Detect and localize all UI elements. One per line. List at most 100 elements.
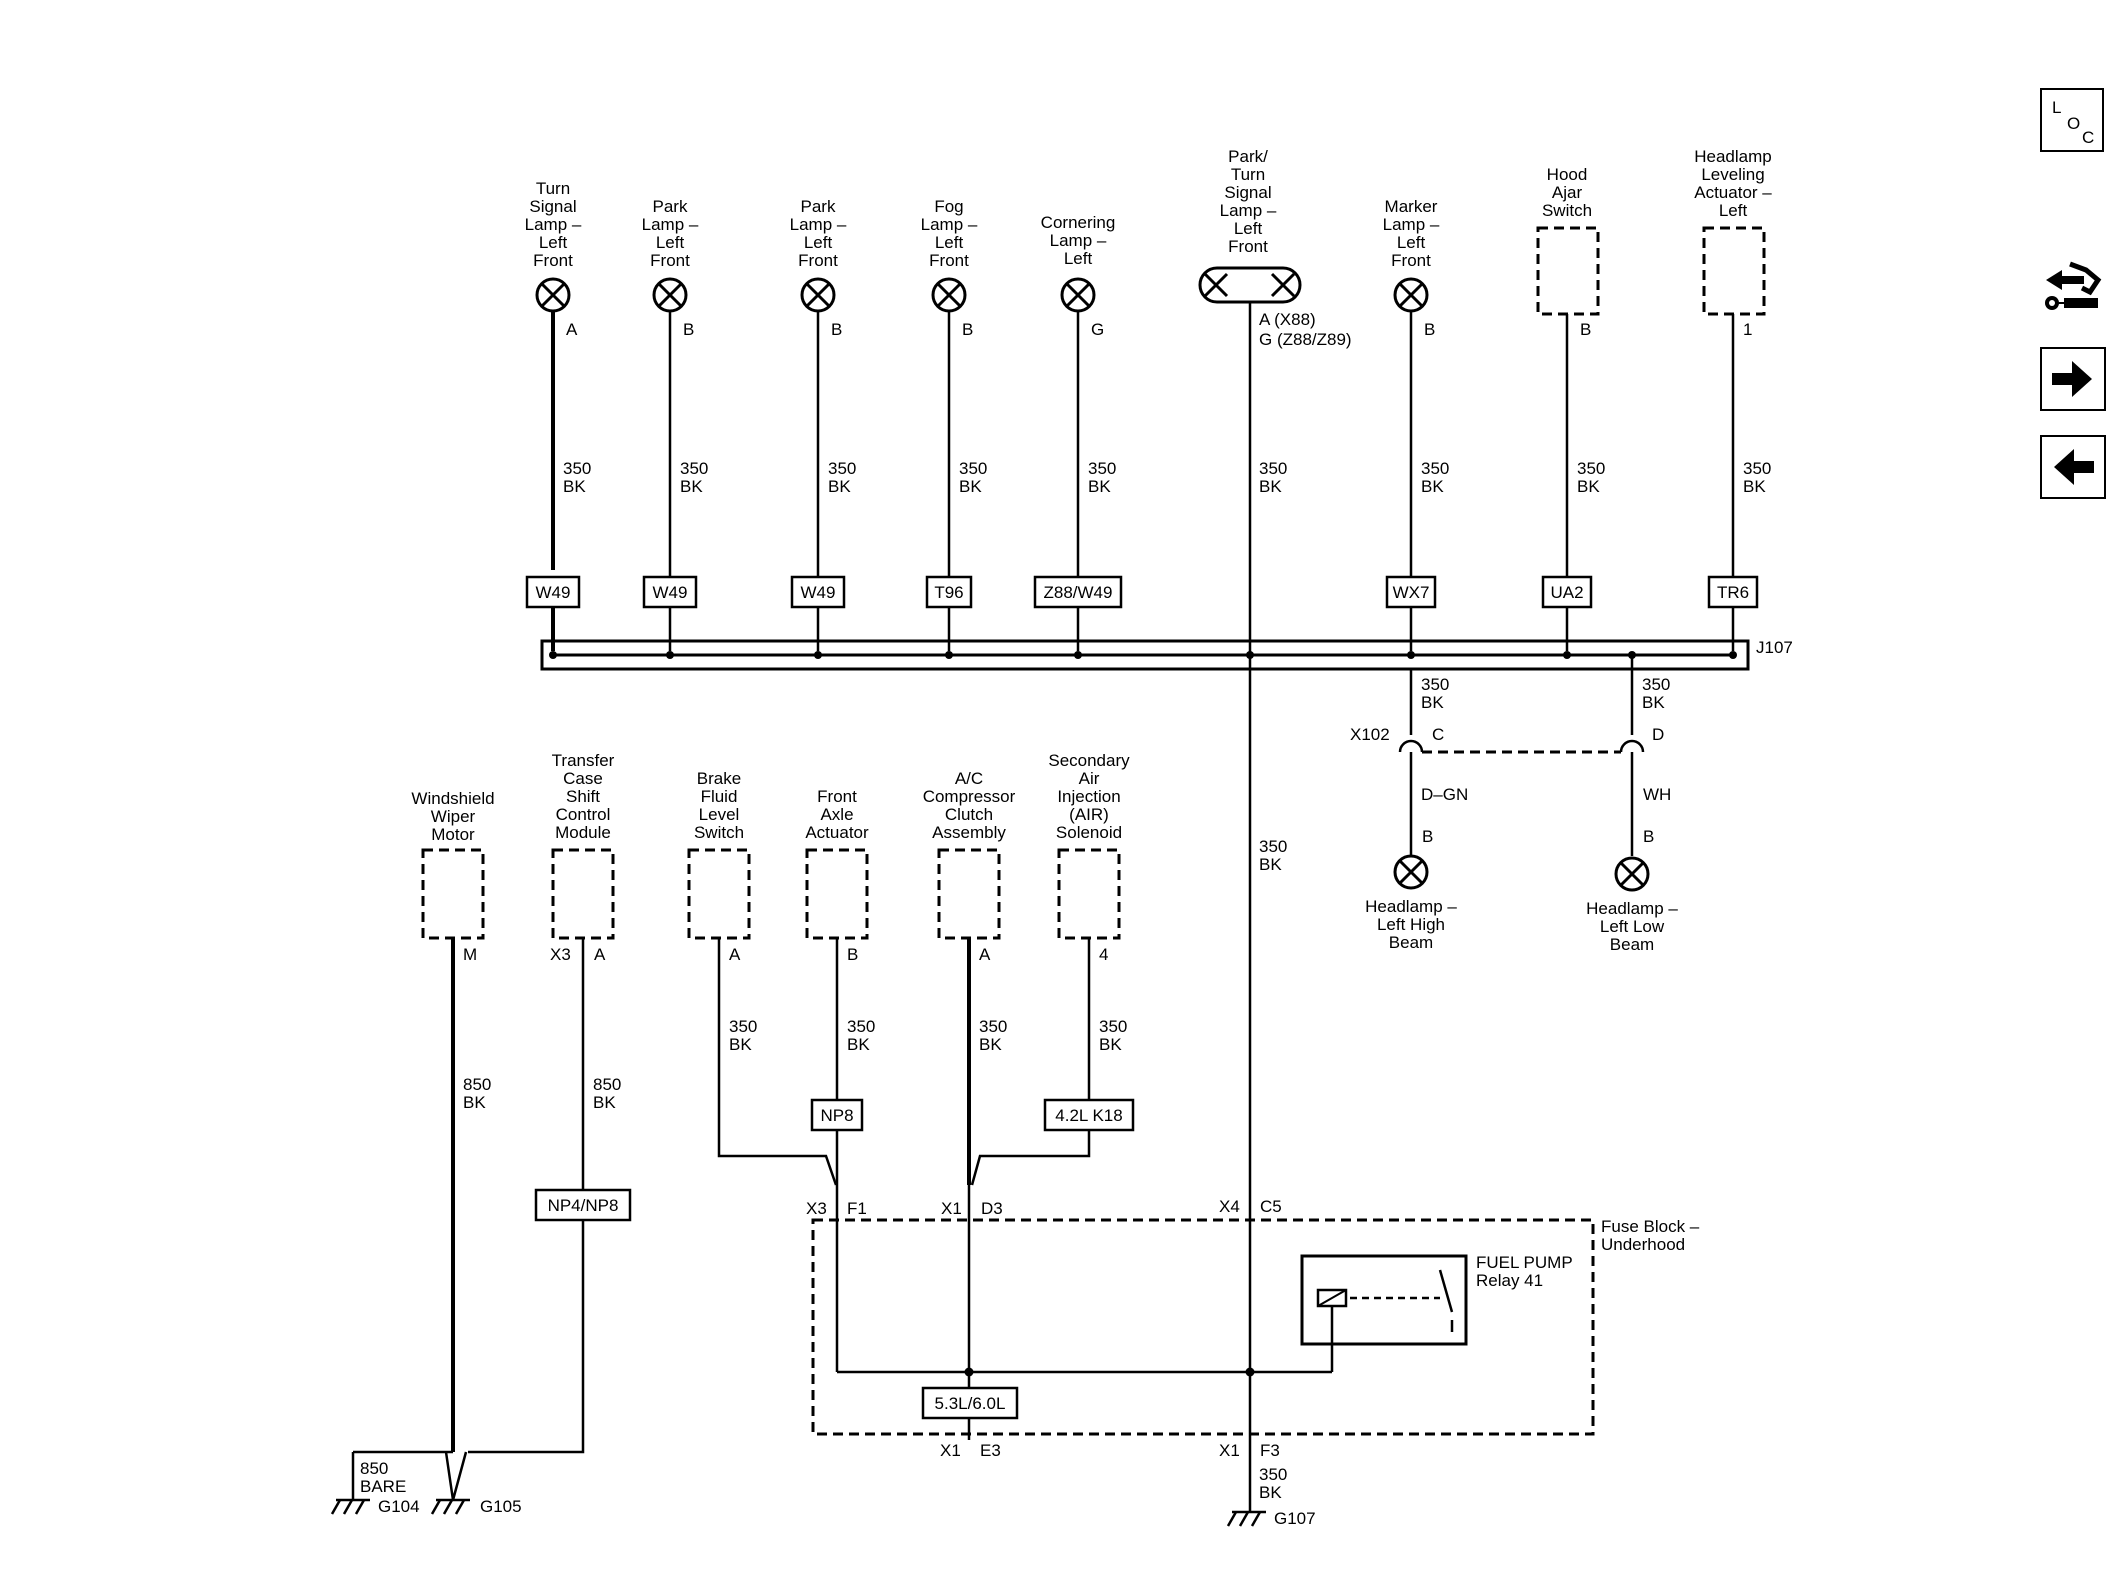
svg-text:NP4/NP8: NP4/NP8	[548, 1196, 619, 1215]
component-ac-compressor-clutch: A/C Compressor Clutch Assembly A 350 BK	[923, 769, 1016, 1185]
component-park-lamp-2: Park Lamp – Left Front B 350 BK W49	[790, 197, 856, 651]
svg-text:350: 350	[828, 459, 856, 478]
svg-text:350: 350	[729, 1017, 757, 1036]
lamp-symbol-icon	[931, 277, 967, 313]
svg-text:Hood: Hood	[1547, 165, 1588, 184]
svg-text:Lamp –: Lamp –	[921, 215, 978, 234]
svg-text:E3: E3	[980, 1441, 1001, 1460]
svg-text:BK: BK	[729, 1035, 752, 1054]
svg-text:Beam: Beam	[1389, 933, 1433, 952]
svg-text:X3: X3	[806, 1199, 827, 1218]
previous-page-icon	[2054, 449, 2094, 485]
svg-text:Signal: Signal	[529, 197, 576, 216]
svg-text:Underhood: Underhood	[1601, 1235, 1685, 1254]
svg-text:X1: X1	[940, 1441, 961, 1460]
svg-text:Lamp –: Lamp –	[1220, 201, 1277, 220]
svg-text:B: B	[847, 945, 858, 964]
svg-text:Turn: Turn	[1231, 165, 1265, 184]
svg-text:BK: BK	[1421, 693, 1444, 712]
dual-lamp-symbol-icon	[1198, 266, 1302, 304]
svg-text:UA2: UA2	[1550, 583, 1583, 602]
svg-text:X3: X3	[550, 945, 571, 964]
svg-text:G105: G105	[480, 1497, 522, 1516]
svg-text:Cornering: Cornering	[1041, 213, 1116, 232]
svg-text:Lamp –: Lamp –	[642, 215, 699, 234]
lamp-symbol-icon	[1060, 277, 1096, 313]
svg-text:D: D	[1652, 725, 1664, 744]
svg-text:Shift: Shift	[566, 787, 600, 806]
svg-text:850: 850	[463, 1075, 491, 1094]
svg-text:350: 350	[1421, 459, 1449, 478]
svg-text:Park/: Park/	[1228, 147, 1268, 166]
svg-text:G (Z88/Z89): G (Z88/Z89)	[1259, 330, 1352, 349]
component-secondary-air-solenoid: Secondary Air Injection (AIR) Solenoid 4…	[970, 751, 1135, 1186]
svg-text:D–GN: D–GN	[1421, 785, 1468, 804]
svg-text:BK: BK	[1743, 477, 1766, 496]
svg-text:TR6: TR6	[1717, 583, 1749, 602]
svg-text:Control: Control	[556, 805, 611, 824]
svg-text:B: B	[831, 320, 842, 339]
svg-text:Windshield: Windshield	[411, 789, 494, 808]
service-tools-button[interactable]	[2040, 258, 2104, 328]
svg-text:Turn: Turn	[536, 179, 570, 198]
svg-text:BK: BK	[463, 1093, 486, 1112]
svg-text:BK: BK	[680, 477, 703, 496]
svg-text:Park: Park	[801, 197, 836, 216]
svg-text:X1: X1	[1219, 1441, 1240, 1460]
component-cornering-lamp: Cornering Lamp – Left G 350 BK Z88/W49	[1033, 213, 1123, 651]
svg-text:Left High: Left High	[1377, 915, 1445, 934]
svg-text:T96: T96	[934, 583, 963, 602]
svg-text:BK: BK	[1259, 855, 1282, 874]
component-hood-ajar-switch: Hood Ajar Switch B 350 BK UA2	[1536, 165, 1605, 651]
svg-text:BK: BK	[1088, 477, 1111, 496]
svg-text:350: 350	[1099, 1017, 1127, 1036]
svg-text:Brake: Brake	[697, 769, 741, 788]
svg-text:850: 850	[593, 1075, 621, 1094]
svg-text:BK: BK	[1259, 1483, 1282, 1502]
svg-text:D3: D3	[981, 1199, 1003, 1218]
component-front-axle-actuator: Front Axle Actuator B 350 BK NP8	[805, 787, 875, 1185]
component-windshield-wiper-motor: Windshield Wiper Motor M 850 BK	[411, 789, 495, 1452]
svg-text:Headlamp –: Headlamp –	[1365, 897, 1457, 916]
previous-page-button[interactable]	[2040, 435, 2106, 499]
svg-text:Left: Left	[1719, 201, 1748, 220]
svg-text:BK: BK	[828, 477, 851, 496]
svg-text:Left: Left	[1234, 219, 1263, 238]
next-page-icon	[2052, 361, 2092, 397]
svg-text:Headlamp –: Headlamp –	[1586, 899, 1678, 918]
svg-text:BK: BK	[959, 477, 982, 496]
svg-text:Transfer: Transfer	[552, 751, 615, 770]
svg-text:A (X88): A (X88)	[1259, 310, 1316, 329]
svg-text:Front: Front	[533, 251, 573, 270]
svg-text:F1: F1	[847, 1199, 867, 1218]
svg-text:Park: Park	[653, 197, 688, 216]
component-fog-lamp: Fog Lamp – Left Front B 350 BK T96	[921, 197, 987, 651]
svg-text:Actuator: Actuator	[805, 823, 869, 842]
svg-text:350: 350	[680, 459, 708, 478]
svg-text:Level: Level	[699, 805, 740, 824]
next-page-button[interactable]	[2040, 347, 2106, 411]
splice-pack-j107: J107	[540, 638, 1793, 671]
svg-text:Front: Front	[1391, 251, 1431, 270]
svg-text:Clutch: Clutch	[945, 805, 993, 824]
svg-text:Left: Left	[804, 233, 833, 252]
svg-text:Lamp –: Lamp –	[525, 215, 582, 234]
component-transfer-case-module: Transfer Case Shift Control Module X3 A …	[468, 751, 632, 1454]
svg-text:Axle: Axle	[820, 805, 853, 824]
ground-symbol-icon	[330, 1498, 370, 1515]
svg-text:350: 350	[847, 1017, 875, 1036]
svg-text:X4: X4	[1219, 1197, 1240, 1216]
component-locator-button[interactable]: L O C	[2040, 88, 2104, 152]
svg-text:X1: X1	[941, 1199, 962, 1218]
svg-text:G107: G107	[1274, 1509, 1316, 1528]
svg-text:A: A	[729, 945, 741, 964]
svg-text:BK: BK	[1421, 477, 1444, 496]
svg-text:Assembly: Assembly	[932, 823, 1006, 842]
component-brake-fluid-level-switch: Brake Fluid Level Switch A 350 BK	[687, 769, 838, 1186]
service-tools-icon	[2045, 261, 2102, 310]
svg-text:Wiper: Wiper	[431, 807, 476, 826]
svg-text:Left: Left	[539, 233, 568, 252]
svg-text:B: B	[1643, 827, 1654, 846]
svg-text:J107: J107	[1756, 638, 1793, 657]
svg-text:FUEL PUMP: FUEL PUMP	[1476, 1253, 1573, 1272]
